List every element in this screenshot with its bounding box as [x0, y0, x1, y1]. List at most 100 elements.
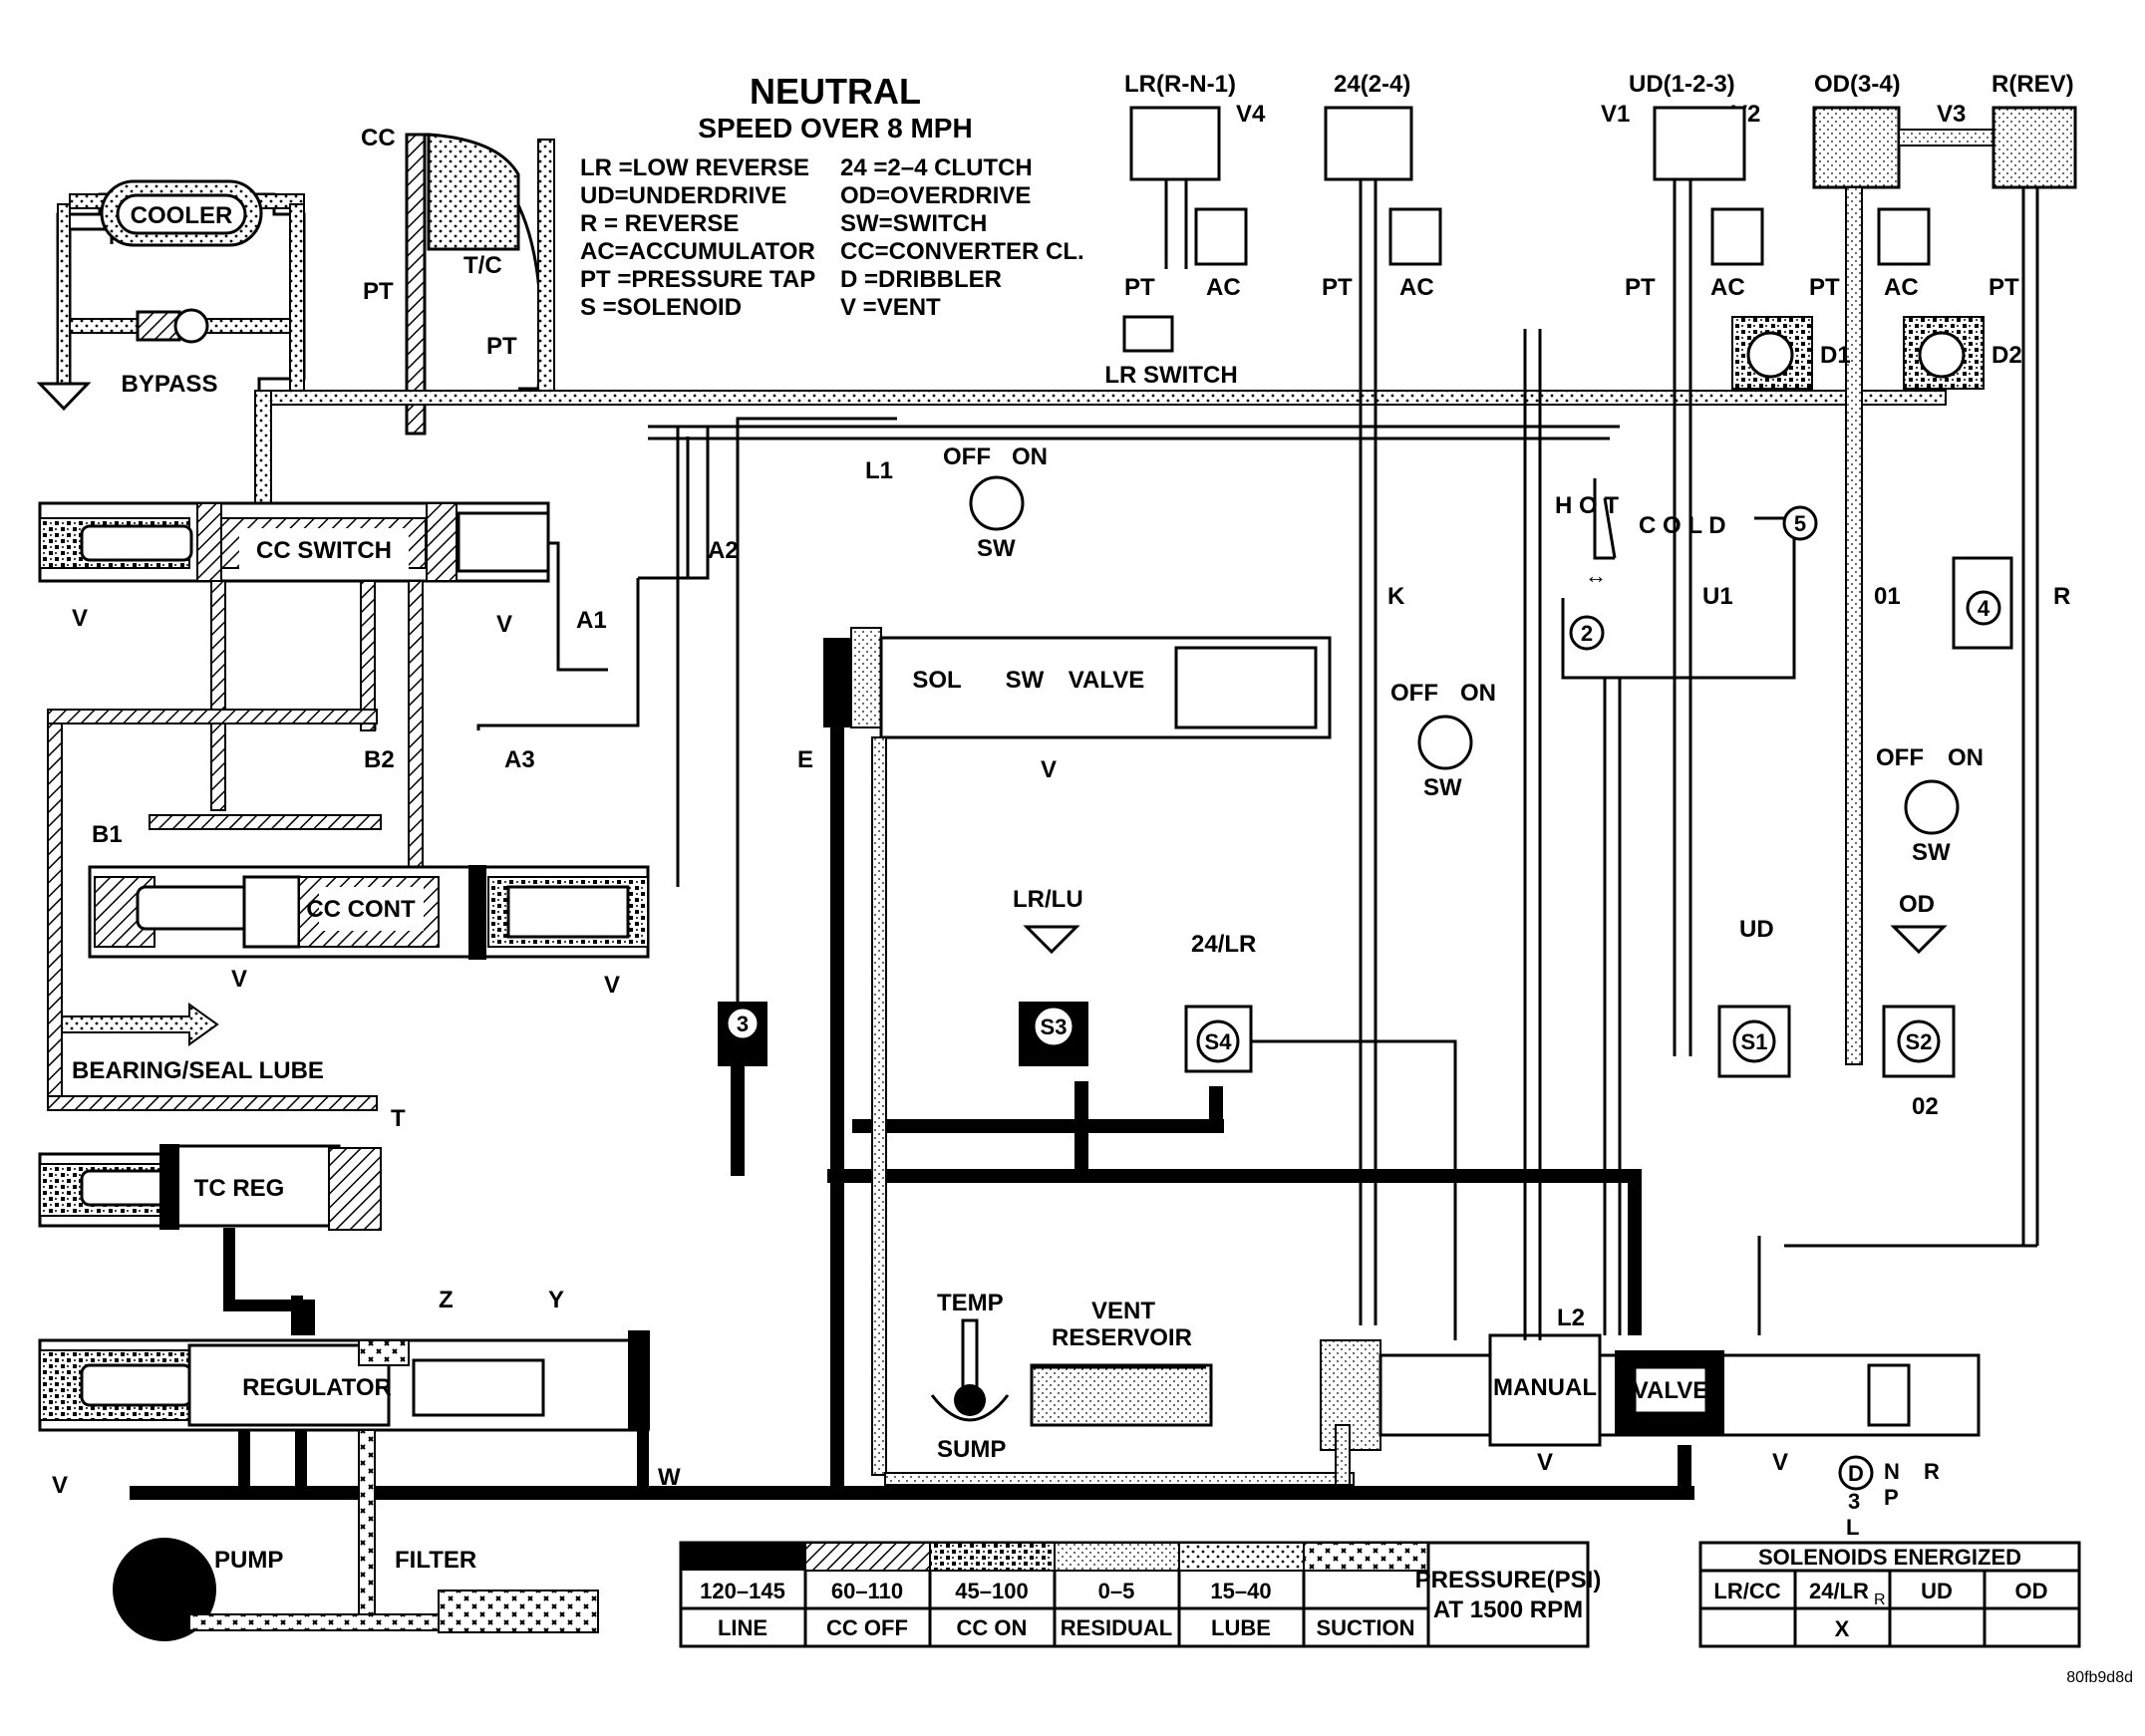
vent-v1: V1 [1601, 101, 1630, 128]
vent-cccont-left: V [231, 966, 247, 993]
abbrev-s: S =SOLENOID [580, 294, 742, 321]
lube-line-main [260, 390, 1947, 406]
pt-tc-left: PT [363, 278, 394, 305]
check-ball-5 [1782, 505, 1818, 541]
sol-value-24lr: X [1835, 1616, 1850, 1641]
abbrev-ud: UD=UNDERDRIVE [580, 182, 786, 209]
legend-name-residual: RESIDUAL [1061, 1615, 1172, 1640]
check-ball-5-num: 5 [1794, 511, 1806, 536]
legend-swatch-lube [1178, 1542, 1305, 1572]
vent-label: VENT [1091, 1298, 1155, 1324]
ac-lr: AC [1206, 274, 1241, 301]
legend-range-line: 120–145 [700, 1579, 785, 1603]
vent-solsw: V [1041, 756, 1057, 783]
tag-l1: L1 [865, 457, 893, 484]
abbrev-r: R = REVERSE [580, 210, 739, 237]
clutch-ud-label: UD(1-2-3) [1629, 71, 1735, 98]
legend-name-ccon: CC ON [957, 1615, 1028, 1640]
legend-swatch-ccon [929, 1542, 1056, 1572]
sump-reservoir: TEMP SUMP VENT RESERVOIR [930, 1290, 1213, 1463]
s4-name: 24/LR [1191, 931, 1256, 958]
check-ball-3 [725, 1006, 761, 1041]
thermal-valve: H O T C O L D ↔ 2 [1555, 478, 1796, 680]
legend-pressure-title: PRESSURE(PSI) [1415, 1567, 1602, 1593]
pressure-switch-k: OFF ON SW [1390, 680, 1496, 801]
solenoid-switch-valve: SOL SW VALVE E V [797, 627, 1332, 783]
solenoid-s3: LR/LU S3 [1013, 886, 1088, 1066]
check-ball-4 [1966, 590, 2001, 626]
filter [438, 1590, 599, 1633]
thermal-arrow-icon: ↔ [1585, 563, 1607, 588]
bearing-lube-label: BEARING/SEAL LUBE [72, 1057, 324, 1084]
pt-lr: PT [1124, 274, 1155, 301]
abbrev-d: D =DRIBBLER [840, 266, 1002, 293]
tag-z: Z [439, 1287, 454, 1313]
gear-r: R [1924, 1459, 1940, 1484]
tag-b2: B2 [364, 746, 395, 773]
pt-24: PT [1322, 274, 1353, 301]
temp-label: TEMP [937, 1290, 1004, 1316]
cold-label: C O L D [1639, 512, 1726, 539]
legend-name-suction: SUCTION [1317, 1615, 1415, 1640]
sol-header-od: OD [2015, 1579, 2048, 1603]
diagram-subtitle: SPEED OVER 8 MPH [698, 113, 972, 144]
sw3-off: OFF [1876, 744, 1924, 771]
vent-v3: V3 [1937, 101, 1966, 128]
torque-converter: CC T/C PT PT [361, 125, 555, 435]
solenoid-s2: OD S2 02 [1882, 891, 1956, 1120]
gear-3: 3 [1848, 1489, 1860, 1514]
pressure-legend: 120–145 60–110 45–100 0–5 15–40 LINE CC … [679, 1541, 1602, 1648]
tag-a1: A1 [576, 607, 607, 634]
solenoids-energized-table: SOLENOIDS ENERGIZED LR/CC 24/LR R UD OD … [1698, 1541, 2081, 1648]
tag-o1: 01 [1874, 583, 1901, 610]
check-ball-4-num: 4 [1978, 596, 1991, 621]
clutch-24-label: 24(2-4) [1334, 71, 1410, 98]
bypass-valve [173, 308, 209, 344]
clutch-od-label: OD(3-4) [1814, 71, 1901, 98]
sw2-label: SW [1423, 774, 1462, 801]
sw3-on: ON [1948, 744, 1984, 771]
clutch-lr-label: LR(R-N-1) [1124, 71, 1236, 98]
ac-ud: AC [1710, 274, 1745, 301]
legend-range-ccon: 45–100 [955, 1579, 1028, 1603]
cooler-circuit: COOLER BYPASS [36, 179, 306, 412]
legend-name-ccoff: CC OFF [826, 1615, 908, 1640]
pump-label: PUMP [214, 1547, 283, 1574]
pt-tc-right: PT [486, 333, 517, 360]
tag-k: K [1387, 583, 1405, 610]
legend-swatch-suction [1303, 1542, 1429, 1572]
filter-label: FILTER [395, 1547, 476, 1574]
tag-u1: U1 [1702, 583, 1733, 610]
pressure-regulator-valve: REGULATOR V Z Y W [38, 1287, 681, 1499]
sw2-off: OFF [1390, 680, 1438, 707]
check-ball-2-num: 2 [1581, 621, 1593, 646]
tag-o2: 02 [1912, 1093, 1939, 1120]
manual-valve: MANUAL VALVE L2 V V D 3 L N P R [1320, 1304, 1981, 1540]
tag-b1: B1 [92, 821, 123, 848]
clutch-rev-label: R(REV) [1992, 71, 2074, 98]
dribblers: D1 D2 [1731, 316, 2022, 390]
pt-rev: PT [1989, 274, 2019, 301]
legend-swatch-line [681, 1543, 805, 1571]
tc-reg-label: TC REG [194, 1175, 285, 1202]
sol-header-24lr: 24/LR [1809, 1579, 1869, 1603]
tag-l2: L2 [1557, 1304, 1585, 1331]
tag-y: Y [548, 1287, 564, 1313]
pt-ud: PT [1625, 274, 1656, 301]
solenoid-s1: UD S1 [1717, 916, 1791, 1078]
dribbler-d2 [1918, 331, 1966, 379]
sw1-off: OFF [943, 443, 991, 470]
tc-label: T/C [463, 252, 502, 279]
sw1-on: ON [1012, 443, 1048, 470]
s2-name: OD [1899, 891, 1935, 918]
solenoids-title: SOLENOIDS ENERGIZED [1758, 1545, 2021, 1570]
tag-w: W [658, 1464, 681, 1491]
abbrev-sw: SW=SWITCH [840, 210, 987, 237]
clutch-od: OD(3-4) V3 PT AC 01 [1809, 71, 1994, 1065]
check-ball-2 [1569, 615, 1605, 651]
cc-switch-valve: CC SWITCH V V A1 [38, 501, 607, 638]
drain-arrow-icon [36, 382, 92, 412]
vent-manual-1: V [1537, 1449, 1553, 1476]
sol-header-ud: UD [1921, 1579, 1953, 1603]
